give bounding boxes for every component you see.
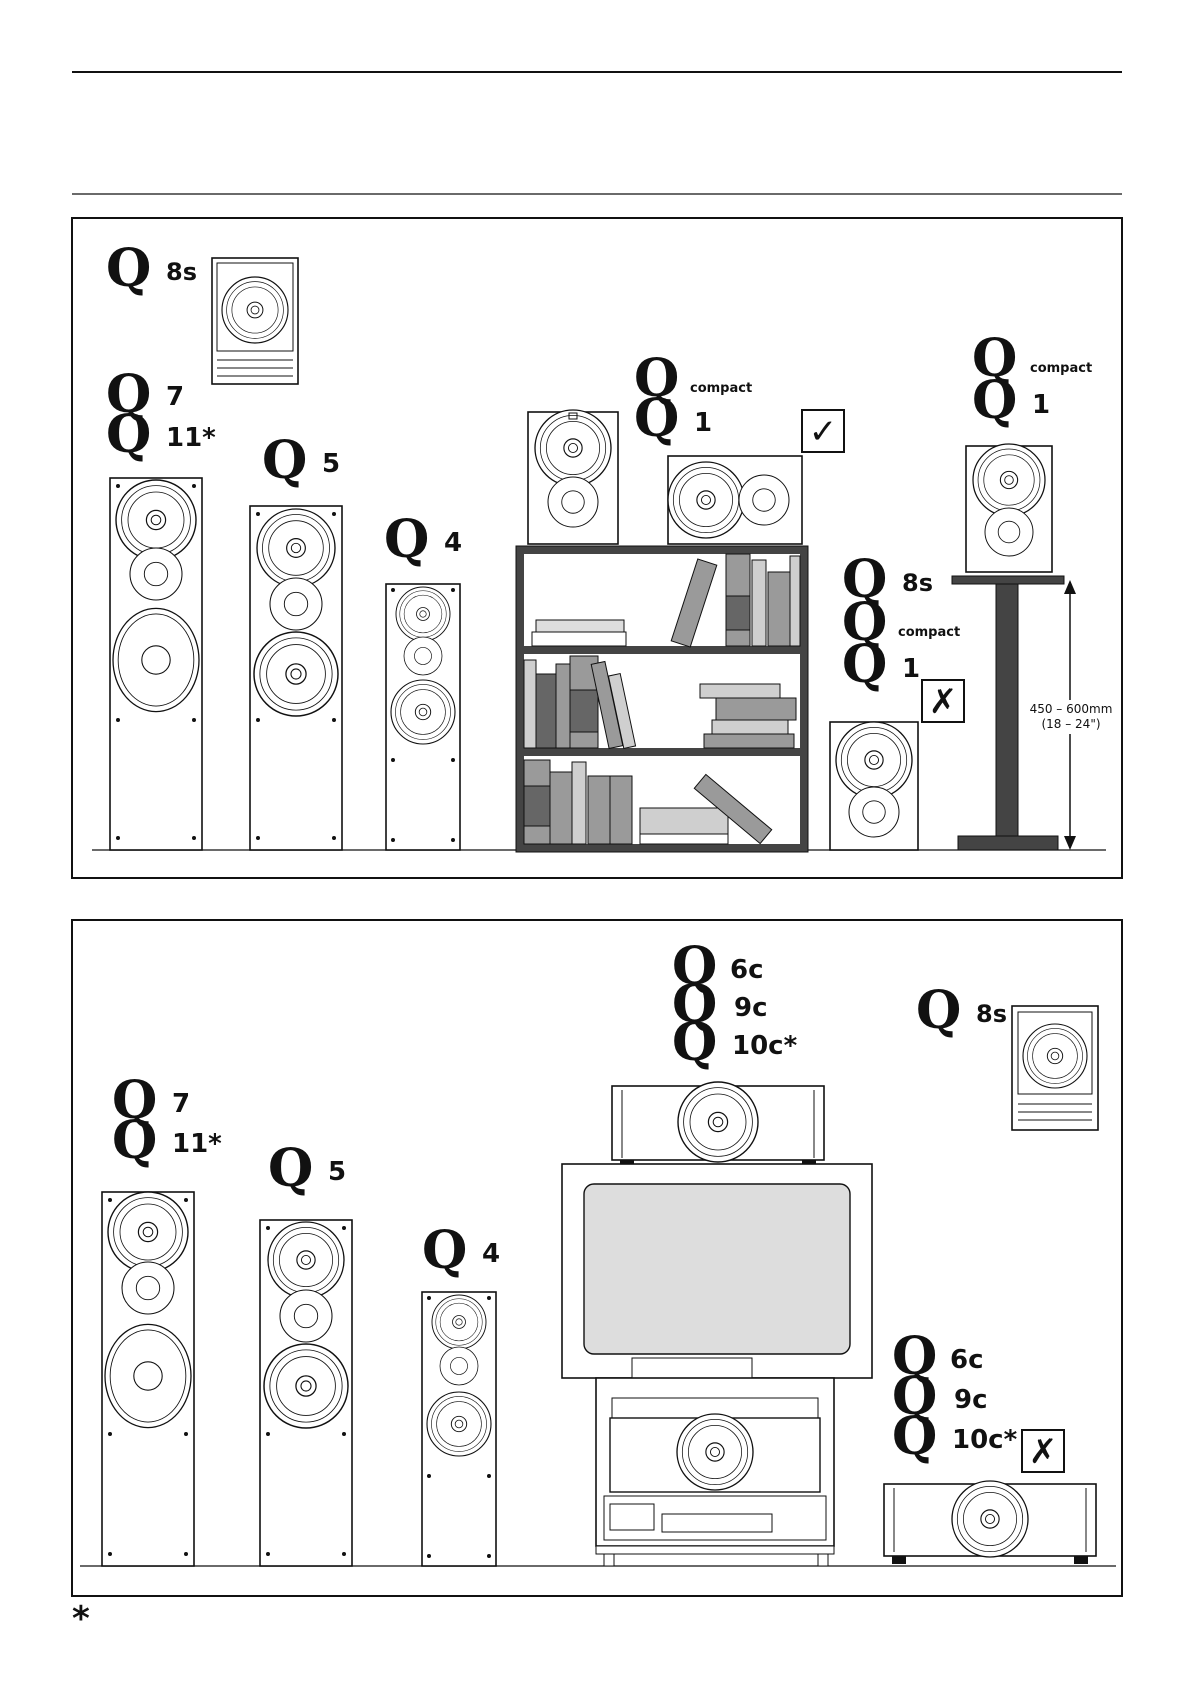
svg-text:450 – 600mm: 450 – 600mm xyxy=(1030,702,1113,716)
svg-text:11*: 11* xyxy=(172,1129,222,1159)
svg-text:6c: 6c xyxy=(730,955,764,985)
centre-speaker-on-tv xyxy=(612,1082,824,1166)
svg-text:8s: 8s xyxy=(166,258,197,286)
svg-text:Q: Q xyxy=(972,370,1017,431)
svg-text:4: 4 xyxy=(482,1239,500,1269)
svg-text:Q: Q xyxy=(384,509,429,570)
shelf-compact-speaker xyxy=(528,410,618,544)
bottom-q7-floorstander xyxy=(102,1192,194,1566)
svg-text:6c: 6c xyxy=(950,1345,984,1375)
svg-text:✓: ✓ xyxy=(809,412,838,452)
svg-text:compact: compact xyxy=(1030,361,1092,376)
svg-text:10c*: 10c* xyxy=(732,1031,798,1061)
svg-text:Q: Q xyxy=(842,634,887,695)
bottom-q4-label: Q 4 xyxy=(422,1220,500,1281)
q7-floorstander xyxy=(110,478,202,850)
floor-placed-centre-speaker xyxy=(884,1481,1096,1564)
q8s-wall-speaker xyxy=(212,258,298,384)
svg-text:Q: Q xyxy=(268,1138,313,1199)
floor-placed-small-speaker xyxy=(830,722,918,850)
svg-text:(18 – 24"): (18 – 24") xyxy=(1041,717,1100,731)
svg-text:7: 7 xyxy=(166,382,184,412)
bottom-q5-label: Q 5 xyxy=(268,1138,346,1199)
q11-label: Q 11* xyxy=(106,404,216,465)
wall-q8s-speaker xyxy=(1012,1006,1098,1130)
floor-q10c-label: Q 10c* xyxy=(892,1406,1018,1467)
svg-text:1: 1 xyxy=(694,408,712,438)
q8s-wall-label: Q 8s xyxy=(106,238,197,299)
bottom-incorrect-placement-mark: ✗ xyxy=(1022,1430,1064,1472)
av-cabinet xyxy=(596,1378,834,1566)
svg-text:1: 1 xyxy=(902,654,920,684)
q5-label: Q 5 xyxy=(262,430,340,491)
svg-text:5: 5 xyxy=(328,1157,346,1187)
svg-text:Q: Q xyxy=(112,1110,157,1171)
q4-label: Q 4 xyxy=(384,509,462,570)
q4-floorstander xyxy=(386,584,460,850)
svg-text:9c: 9c xyxy=(954,1385,988,1415)
svg-text:Q: Q xyxy=(672,1012,717,1073)
svg-text:Q: Q xyxy=(916,980,961,1041)
svg-text:Q: Q xyxy=(262,430,307,491)
svg-text:✗: ✗ xyxy=(1029,1432,1058,1472)
svg-text:compact: compact xyxy=(690,381,752,396)
stand-q1-label: Q 1 xyxy=(972,370,1050,431)
svg-text:Q: Q xyxy=(106,404,151,465)
svg-text:4: 4 xyxy=(444,528,462,558)
bottom-q4-floorstander xyxy=(422,1292,496,1566)
wall-q8s-label: Q 8s xyxy=(916,980,1007,1041)
svg-text:8s: 8s xyxy=(976,1000,1007,1028)
television xyxy=(562,1164,872,1378)
stand-height-dimension: 450 – 600mm (18 – 24") xyxy=(1030,580,1113,850)
bookcase xyxy=(516,546,808,852)
svg-text:Q: Q xyxy=(634,388,679,449)
svg-text:10c*: 10c* xyxy=(952,1425,1018,1455)
svg-text:11*: 11* xyxy=(166,423,216,453)
svg-text:compact: compact xyxy=(898,625,960,640)
svg-text:✗: ✗ xyxy=(929,682,958,722)
svg-text:1: 1 xyxy=(1032,390,1050,420)
shelf-q1-label: Q 1 xyxy=(634,388,712,449)
svg-text:Q: Q xyxy=(422,1220,467,1281)
bottom-q5-floorstander xyxy=(260,1220,352,1566)
svg-text:5: 5 xyxy=(322,449,340,479)
svg-text:8s: 8s xyxy=(902,569,933,597)
stereo-placement-panel: Q 8s Q 7 Q 11* xyxy=(72,218,1122,878)
home-theatre-placement-panel: Q 6c Q 9c Q 10c* xyxy=(72,920,1122,1596)
stand-mounted-speaker xyxy=(966,444,1052,572)
shelf-q1-speaker-horizontal xyxy=(668,456,802,544)
q5-floorstander xyxy=(250,506,342,850)
correct-placement-mark: ✓ xyxy=(802,410,844,452)
svg-text:Q: Q xyxy=(106,238,151,299)
incorrect-placement-mark: ✗ xyxy=(922,680,964,722)
footnote-marker: * xyxy=(72,1599,90,1639)
floor-q1-label: Q 1 xyxy=(842,634,920,695)
svg-text:9c: 9c xyxy=(734,993,768,1023)
bottom-q11-label: Q 11* xyxy=(112,1110,222,1171)
svg-text:7: 7 xyxy=(172,1089,190,1119)
svg-text:Q: Q xyxy=(892,1406,937,1467)
